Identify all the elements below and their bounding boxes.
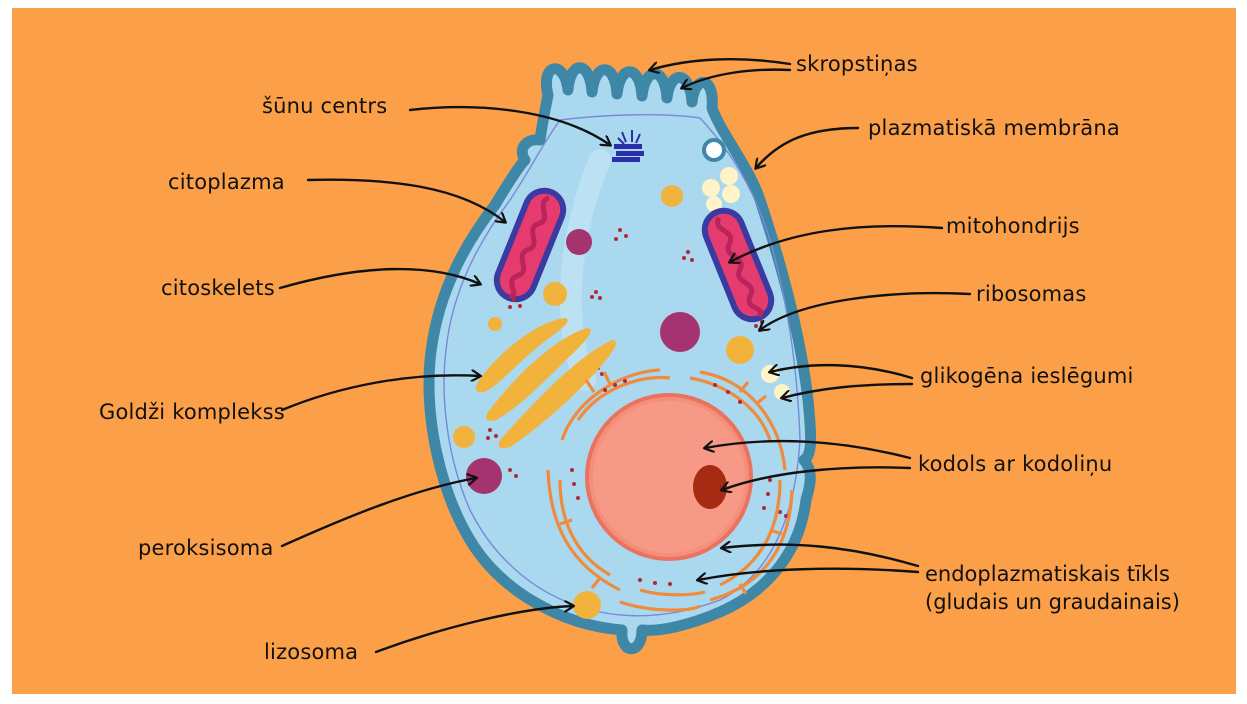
peroxisome <box>466 458 502 494</box>
label-glycogen: glikogēna ieslēgumi <box>920 364 1134 388</box>
label-centrosome: šūnu centrs <box>262 94 387 118</box>
label-er-line2: (gludais un graudainais) <box>925 588 1180 616</box>
label-endoplasmic-reticulum: endoplazmatiskais tīkls (gludais un grau… <box>925 560 1180 616</box>
nucleus <box>587 395 751 559</box>
label-nucleus: kodols ar kodoliņu <box>918 452 1112 476</box>
label-ribosomes: ribosomas <box>976 282 1087 306</box>
nucleolus <box>693 465 727 509</box>
label-cytoplasm: citoplazma <box>168 170 285 194</box>
label-lysosome: lizosoma <box>264 640 358 664</box>
label-peroxisome: peroksisoma <box>138 536 274 560</box>
label-cilia: skropstiņas <box>796 52 918 76</box>
label-golgi: Goldži komplekss <box>99 400 285 424</box>
label-plasma-membrane: plazmatiskā membrāna <box>868 116 1120 140</box>
label-mitochondrion: mitohondrijs <box>946 214 1080 238</box>
label-cytoskeleton: citoskelets <box>161 276 275 300</box>
label-er-line1: endoplazmatiskais tīkls <box>925 560 1180 588</box>
